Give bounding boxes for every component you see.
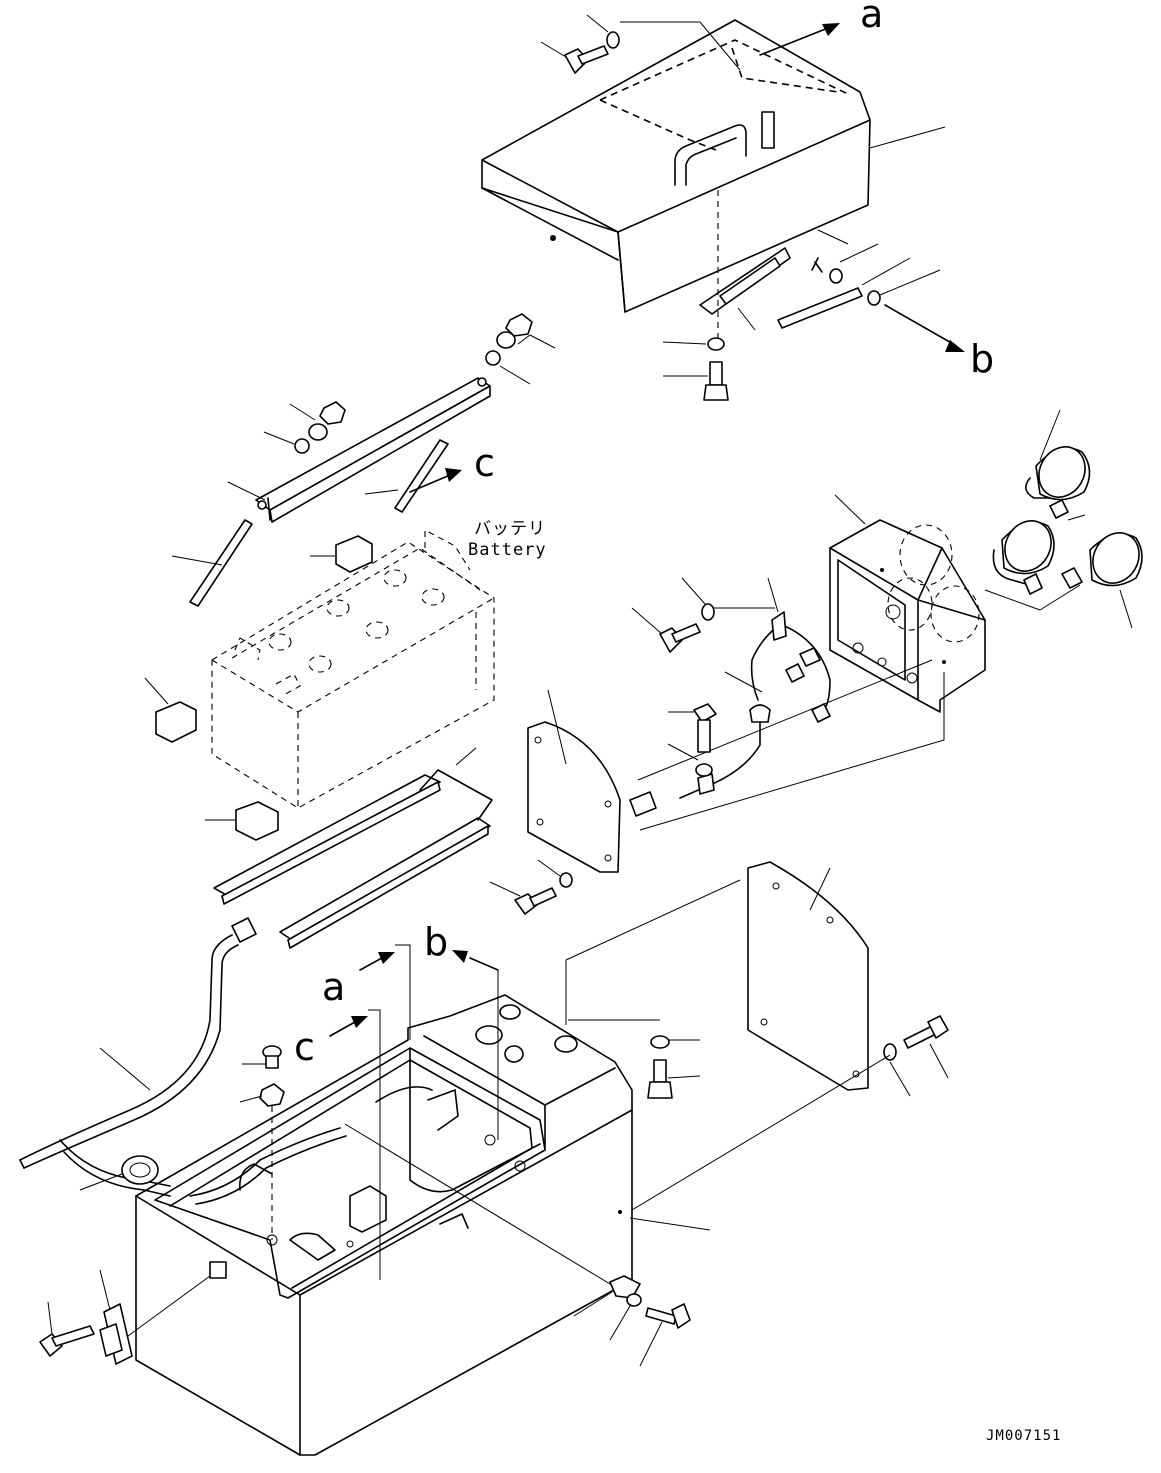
j-bolt-left <box>171 519 253 607</box>
hold-down-nuts-right <box>485 313 556 385</box>
side-cover-plate-left <box>527 689 621 873</box>
callout-a-top: a <box>759 0 883 56</box>
callout-label-c-mid: c <box>474 441 495 485</box>
callout-c-mid: c <box>409 441 495 493</box>
grommet <box>79 1155 159 1191</box>
callout-c-low: c <box>294 1009 381 1280</box>
j-bolt-right <box>364 439 449 513</box>
callout-b-low: b <box>424 920 499 1140</box>
flood-lamp-2 <box>992 520 1055 595</box>
harness-external <box>19 917 257 1197</box>
ground-terminal <box>573 1275 691 1367</box>
callout-label-a-top: a <box>860 0 883 36</box>
alignment-line-3 <box>631 1054 891 1211</box>
battery-pad-strips <box>213 747 493 949</box>
battery-cover-lid <box>481 19 871 313</box>
callout-label-c-low: c <box>294 1025 315 1069</box>
battery-phantom <box>211 529 495 809</box>
cover-bolt-top <box>540 14 741 74</box>
battery-label-english: Battery <box>468 540 547 560</box>
lid-hinge-bracket <box>699 190 941 340</box>
callout-b-right: b <box>884 304 994 381</box>
lamp-wiring-harness <box>629 577 831 817</box>
flood-lamp-1 <box>1025 409 1091 521</box>
right-cover-bolt <box>883 1015 949 1097</box>
battery-label-japanese: バッテリ <box>474 519 546 539</box>
callout-a-low: a <box>322 944 411 1040</box>
lamp-box-bolts <box>631 577 775 777</box>
side-cover-plate-right <box>747 861 869 1091</box>
callout-label-a-low: a <box>322 965 345 1009</box>
lamp-housing-box <box>637 494 986 831</box>
box-right-bolts <box>568 1019 701 1099</box>
callout-label-b-low: b <box>424 920 448 964</box>
hold-down-nuts-left <box>263 401 346 454</box>
alignment-line-2 <box>565 879 741 961</box>
battery-box-main <box>135 994 711 1456</box>
latch-hasp <box>39 1269 211 1365</box>
hold-down-bar <box>227 377 491 523</box>
battery-label: バッテリ Battery <box>468 519 547 560</box>
internal-cable <box>189 1086 621 1291</box>
flood-lamp-3 <box>984 532 1143 629</box>
box-internal-bolt <box>239 1045 285 1240</box>
hinge-bolt <box>662 337 729 401</box>
drawing-code: JM007151 <box>986 1428 1061 1444</box>
terminal-cap-top <box>310 535 373 573</box>
terminal-cap-bottom <box>205 801 279 841</box>
side-cover-bolt <box>489 859 573 915</box>
callout-label-b-right: b <box>970 337 994 381</box>
leader-cover <box>869 126 946 149</box>
terminal-cap-left <box>144 677 197 743</box>
